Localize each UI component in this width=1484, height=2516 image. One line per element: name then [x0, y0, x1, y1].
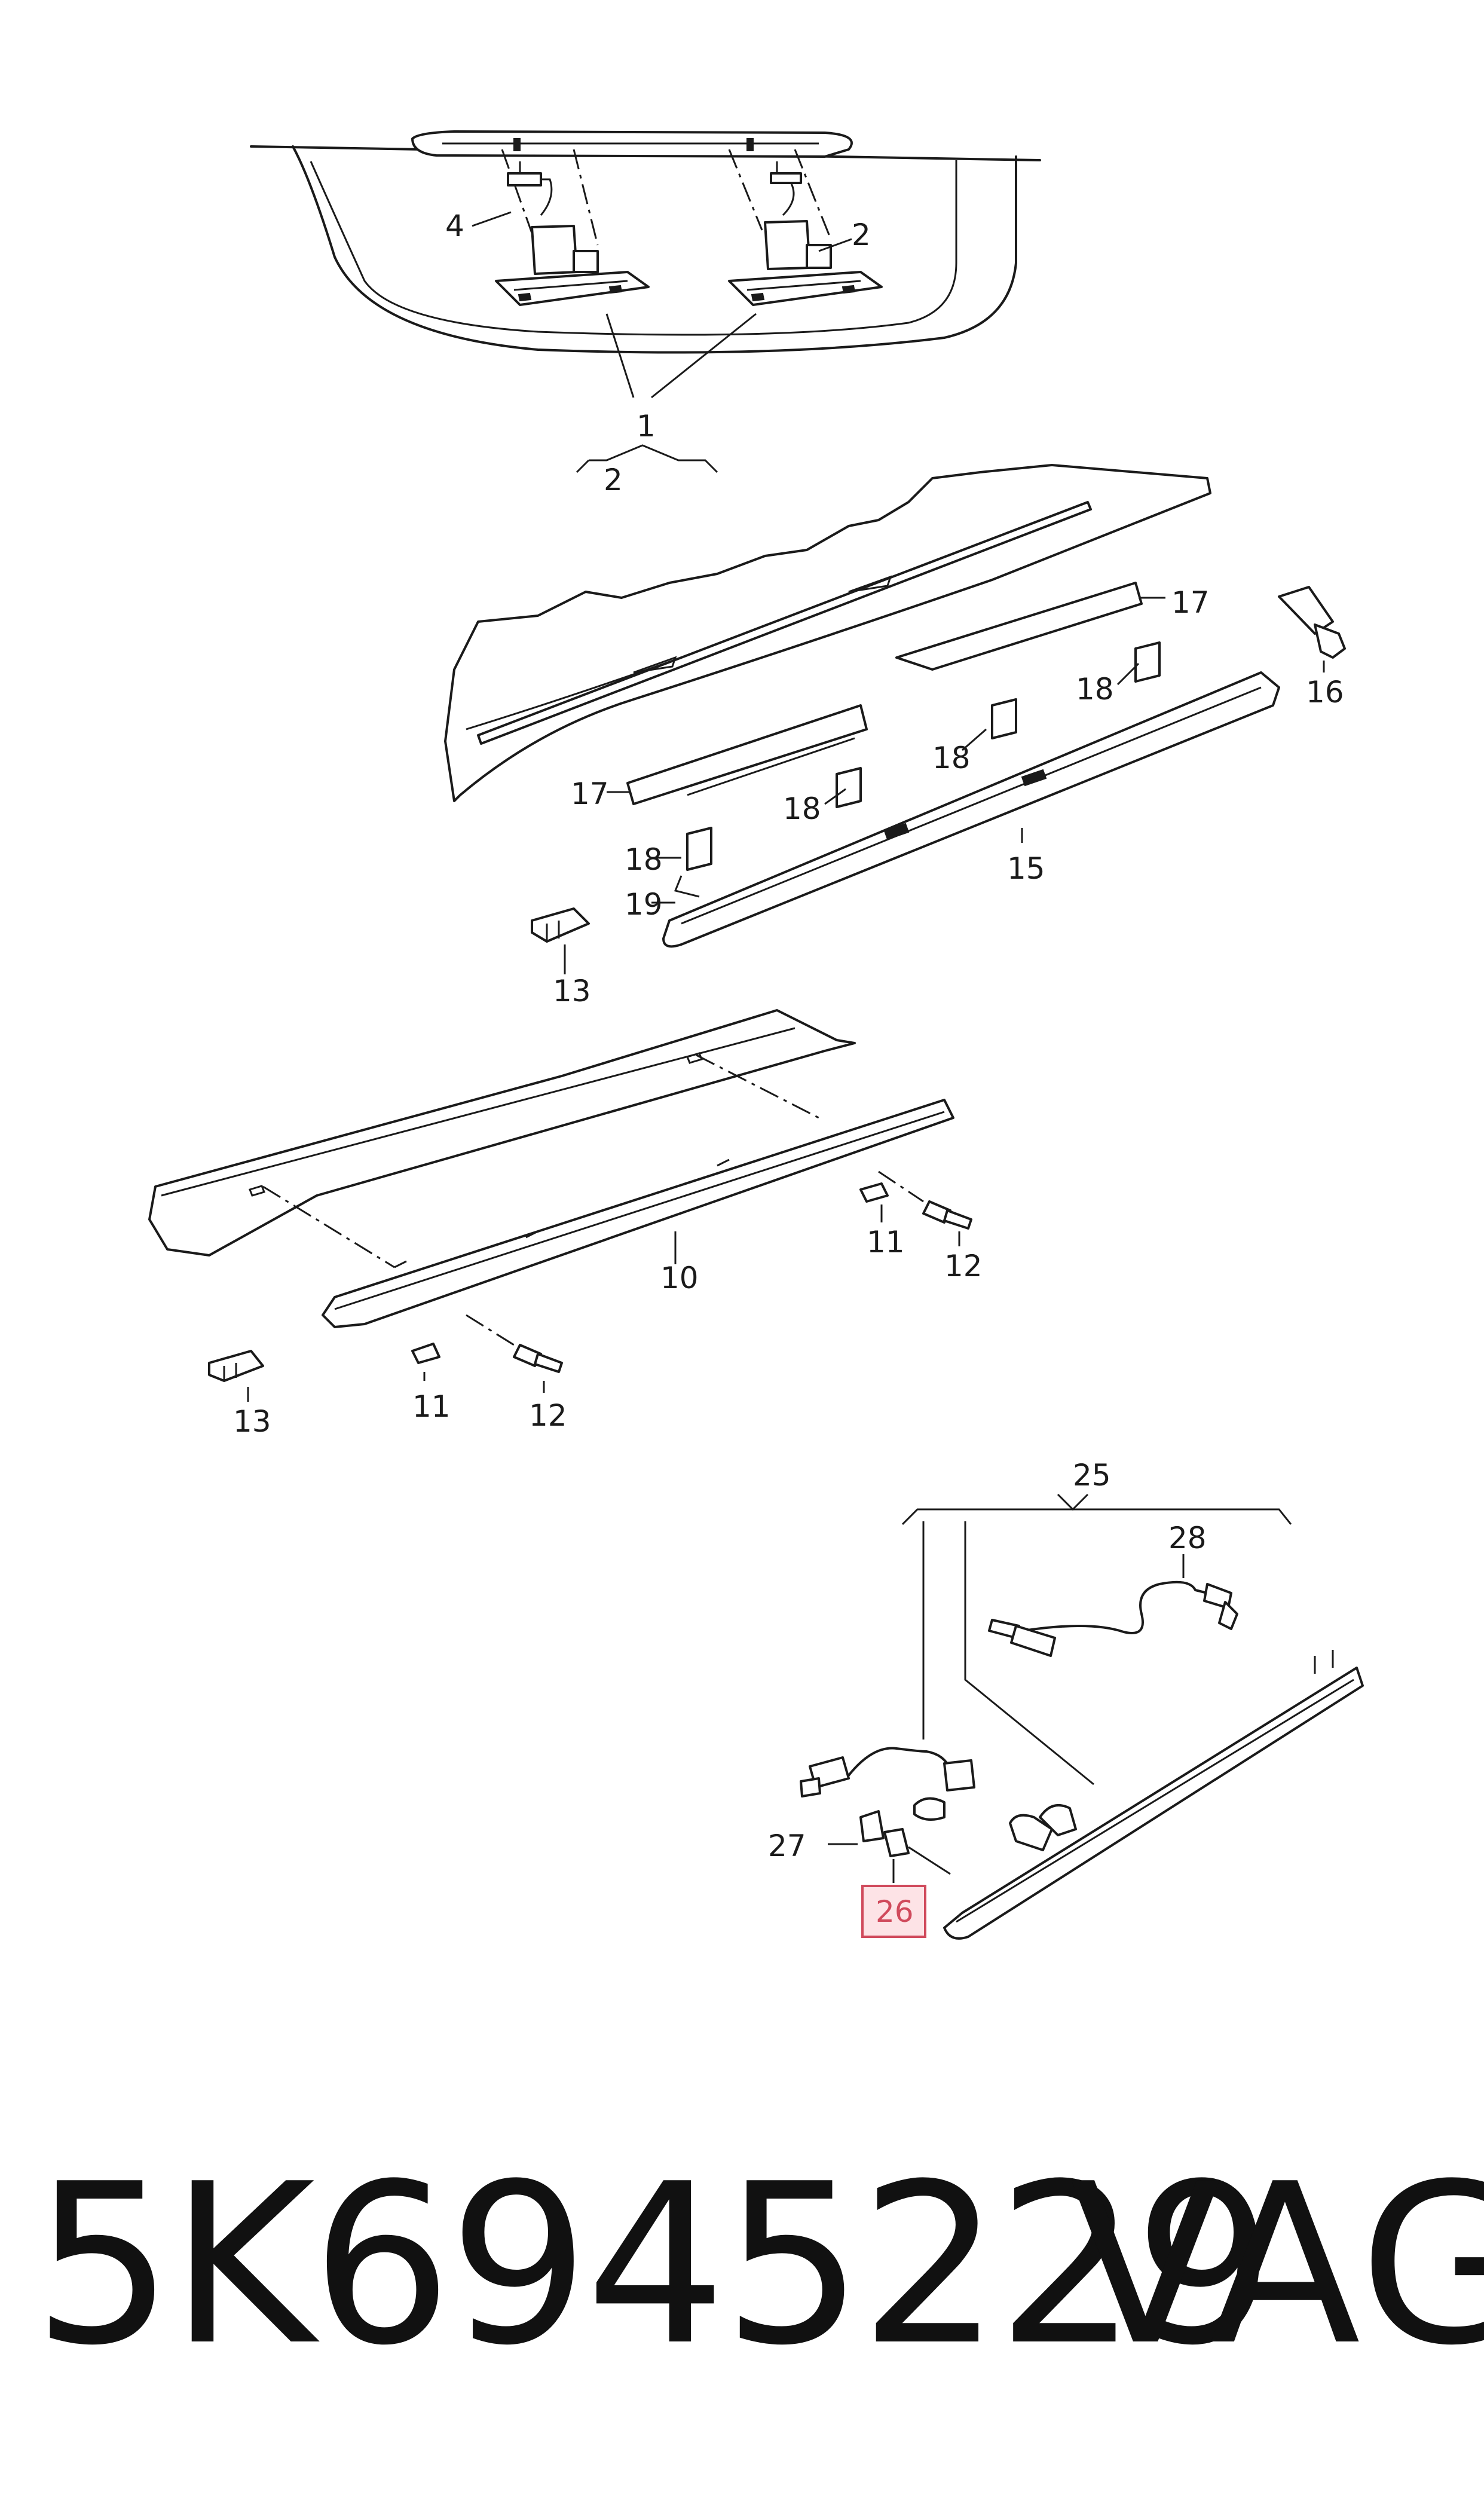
callout-16: 16	[1306, 675, 1344, 710]
callout-18: 18	[625, 842, 663, 877]
screw-12-left	[466, 1314, 563, 1373]
wiring-harness-25	[800, 1747, 975, 1821]
tailgate-upper-panel	[444, 464, 1211, 802]
callout-26-highlighted[interactable]: 26	[861, 1885, 926, 1938]
callout-1: 1	[637, 409, 656, 444]
callout-26: 26	[876, 1894, 914, 1929]
leader-2a	[818, 238, 852, 252]
callout-11: 11	[412, 1389, 451, 1424]
tailgate-lower-panel	[148, 1009, 856, 1268]
brand-label: VAG	[1070, 2137, 1484, 2394]
leader-18a	[1116, 662, 1140, 686]
bulb-holder-26	[883, 1828, 951, 1875]
trim-panel-10	[322, 1099, 954, 1328]
clip-27	[859, 1810, 885, 1842]
callout-13: 13	[553, 974, 591, 1008]
trim-strip-17	[626, 582, 1143, 805]
leader-25b	[964, 1521, 1094, 1786]
clip-11-right	[859, 1182, 889, 1203]
clip-11-left	[411, 1343, 440, 1364]
callout-17: 17	[571, 776, 609, 811]
screw-12-right	[878, 1170, 972, 1230]
callout-18: 18	[932, 741, 971, 775]
callout-13: 13	[233, 1404, 271, 1439]
leader-1	[605, 313, 757, 399]
roof-spoiler-assembly	[250, 130, 1041, 354]
brake-lamp-15	[662, 641, 1280, 948]
third-brake-lamp-right	[728, 149, 883, 306]
third-brake-lamp-left	[495, 149, 650, 306]
bracket-1-2	[576, 444, 718, 473]
callout-11: 11	[867, 1225, 905, 1259]
leader-4	[472, 211, 512, 227]
callout-4: 4	[445, 209, 464, 243]
callout-25: 25	[1073, 1458, 1111, 1493]
callout-19: 19	[625, 887, 663, 922]
callout-12: 12	[529, 1398, 567, 1433]
part-number-label: 5K6945229	[33, 2137, 1275, 2394]
leader-18c	[824, 788, 846, 805]
callout-28: 28	[1168, 1521, 1207, 1555]
callout-18: 18	[1076, 672, 1114, 707]
bracket-25	[901, 1493, 1292, 1526]
callout-15: 15	[1007, 851, 1045, 886]
bolt-16	[1278, 586, 1346, 659]
wiring-harness-28	[988, 1554, 1238, 1657]
callout-18: 18	[783, 791, 821, 826]
clip-13-lower	[208, 1350, 264, 1382]
callout-27: 27	[768, 1829, 806, 1863]
callout-17: 17	[1171, 585, 1210, 620]
callout-2: 2	[604, 463, 623, 497]
clip-13-upper	[531, 907, 590, 943]
brake-lamp-housing	[943, 1650, 1364, 1940]
highlight-box	[861, 1885, 926, 1938]
callout-10: 10	[660, 1261, 699, 1295]
leader-18b	[962, 728, 987, 751]
callout-2: 2	[852, 218, 871, 252]
callout-12: 12	[944, 1249, 983, 1283]
